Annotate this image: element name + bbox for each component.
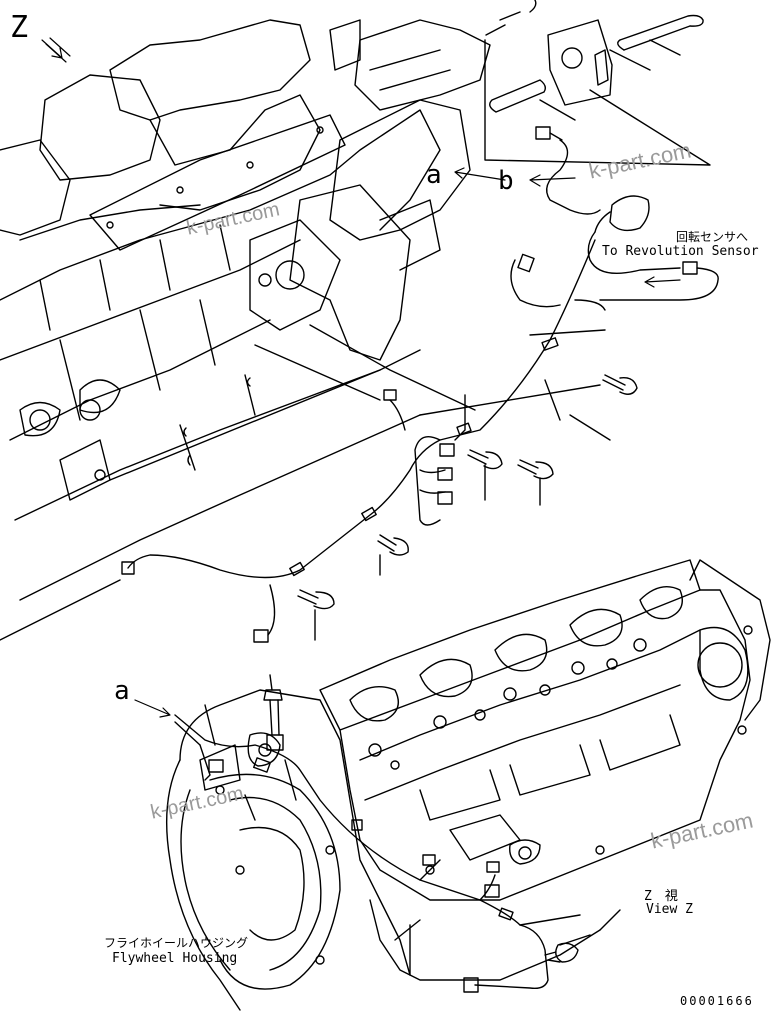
callout-b-top: b [498,166,514,196]
view-z-label-en: View Z [646,902,693,917]
bolts-center [297,374,638,610]
revolution-sensor-label-jp: 回転センサへ [676,230,749,244]
long-bolt-top [619,14,704,51]
view-letter-z: Z [10,10,29,45]
lower-engine-block [165,559,771,1011]
drawing-number: 00001666 [680,994,754,1008]
sleeve-pipe [489,79,547,113]
lower-harness [174,689,579,993]
flywheel-housing-label-en: Flywheel Housing [112,951,238,966]
callout-a-bottom: a [114,676,130,706]
revolution-sensor-harness [94,126,719,643]
callout-a-top: a [426,160,442,190]
flywheel-housing-label-jp: フライホイールハウジング [104,936,249,950]
gasket-plate [547,19,613,106]
upper-engine-block [0,19,491,641]
revolution-sensor-label-en: To Revolution Sensor [602,244,759,259]
view-z-label-jp: Z 視 [644,889,678,904]
callout-arrows [41,37,681,718]
